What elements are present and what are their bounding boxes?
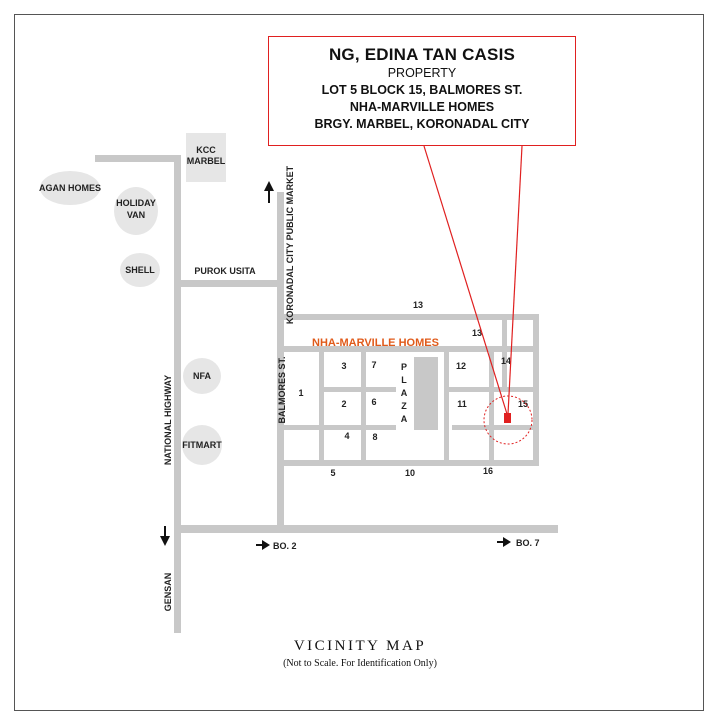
block-number: 1 [298,388,303,398]
map-frame [14,14,704,711]
inner-road-c [444,352,449,460]
inner-cross-7 [494,425,533,430]
property-subdivision: NHA-MARVILLE HOMES [349,100,495,114]
block-number: 3 [341,361,346,371]
property-callout-box: NG, EDINA TAN CASIS PROPERTY LOT 5 BLOCK… [268,36,576,146]
top-connector-road [95,155,181,162]
inner-cross-3 [366,425,396,430]
block-number: 10 [405,468,415,478]
block-number: 7 [371,360,376,370]
balmores-street-label: BALMORES ST. [277,356,287,423]
block-number: 15 [518,399,528,409]
inner-road-d [489,352,494,460]
balmores-street-road [277,192,284,532]
subdivision-right-road [533,314,539,466]
national-highway-label: NATIONAL HIGHWAY [163,375,173,465]
inner-road-b [361,352,366,460]
block-number: 4 [344,431,349,441]
callout-pointer-right [507,145,523,415]
roads [95,155,558,633]
holiday-van-marker [114,187,158,235]
street-labels: PUROK USITA KORONADAL CITY PUBLIC MARKET… [163,165,540,611]
nfa-label: NFA [193,371,212,381]
public-market-label: KORONADAL CITY PUBLIC MARKET [285,165,295,324]
block-number: 12 [456,361,466,371]
subdivision-label: NHA-MARVILLE HOMES [312,337,439,349]
inner-cross-2 [366,387,396,392]
purok-usita-road [174,280,284,287]
landmarks: AGAN HOMES HOLIDAY VAN SHELL KCC MARBEL … [39,133,226,465]
inner-road-e [502,320,507,388]
arrows [160,181,511,550]
block-number: 16 [483,466,493,476]
plaza-letter: Z [401,401,407,411]
north-arrow-icon [264,181,274,203]
national-highway-road [174,155,181,633]
holiday-van-label-2: VAN [127,210,145,220]
block-numbers: 1 2 3 4 5 6 7 8 10 11 12 13 13 14 15 16 [298,300,528,478]
gensan-label: GENSAN [163,573,173,612]
inner-cross-6 [494,387,533,392]
holiday-van-label-1: HOLIDAY [116,198,156,208]
east-arrow-bo2-icon [256,540,270,550]
property-lot-icon [504,413,511,423]
inner-cross-1 [324,387,361,392]
bo2-label: BO. 2 [273,541,297,551]
plaza-letter: L [401,375,407,385]
block-number: 5 [330,468,335,478]
owner-name: NG, EDINA TAN CASIS [328,45,516,64]
bo2-bo7-road [174,525,558,533]
nfa-marker [183,358,221,394]
fitmart-label: FITMART [182,440,222,450]
plaza-letter: A [401,388,408,398]
property-lot: LOT 5 BLOCK 15, BALMORES ST. [321,83,523,97]
inner-cross-5 [452,425,489,430]
shell-marker [120,253,160,287]
bo7-label: BO. 7 [516,538,540,548]
plaza-letter: P [401,362,407,372]
block-number: 8 [372,432,377,442]
agan-homes-marker [40,171,100,205]
map-subtitle: (Not to Scale. For Identification Only) [283,658,437,669]
plaza-letters: P L A Z A [401,362,408,424]
property-highlight-circle [483,395,533,445]
map-title-block: VICINITY MAP (Not to Scale. For Identifi… [0,638,720,669]
inner-road-a [319,352,324,460]
east-arrow-bo7-icon [497,537,511,547]
property-type: PROPERTY [387,66,457,80]
block-number: 2 [341,399,346,409]
subdivision-second-road [284,346,539,352]
kcc-label-2: MARBEL [187,156,226,166]
kcc-label-1: KCC [196,145,216,155]
map-title: VICINITY MAP [293,638,427,654]
plaza-area [414,357,438,430]
block-number: 13 [472,328,482,338]
south-arrow-icon [160,526,170,546]
block-number: 14 [501,356,511,366]
subdivision-bottom-road [277,460,539,466]
kcc-marbel-marker [186,133,226,182]
callout-pointer-left [423,145,508,415]
block-number: 11 [457,399,467,409]
purok-usita-label: PUROK USITA [194,266,256,276]
fitmart-marker [182,425,222,465]
inner-cross-4 [449,387,489,392]
property-barangay: BRGY. MARBEL, KORONADAL CITY [314,117,530,131]
block-number: 6 [371,397,376,407]
plaza-letter: A [401,414,408,424]
block-number: 13 [413,300,423,310]
shell-label: SHELL [125,265,155,275]
subdivision-top-road [277,314,539,320]
property-marker [423,145,533,445]
agan-homes-label: AGAN HOMES [39,183,101,193]
